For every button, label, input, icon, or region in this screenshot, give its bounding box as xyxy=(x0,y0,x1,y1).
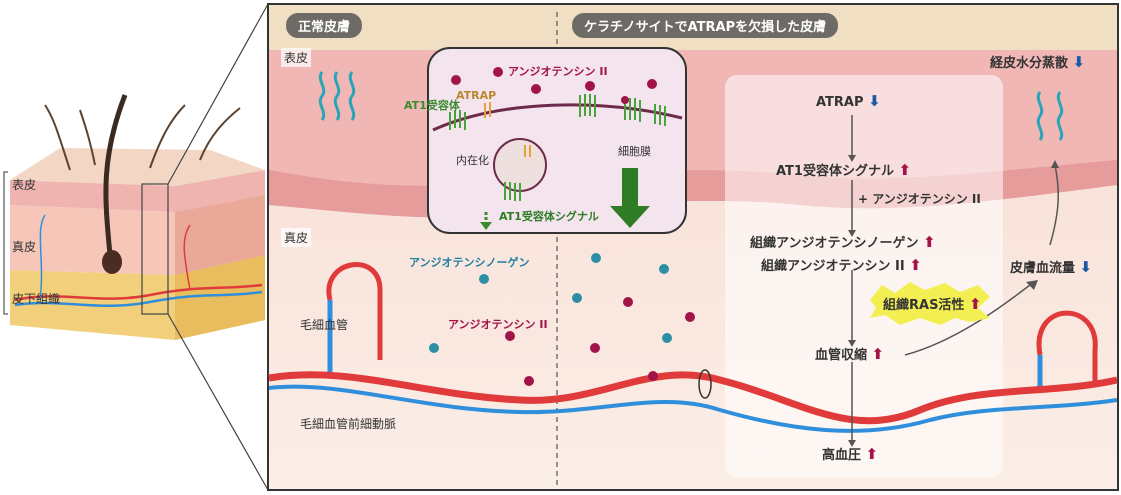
inset-angiotensin-label: アンジオテンシン II xyxy=(508,65,608,78)
dermis-angiotensinogen-label: アンジオテンシノーゲン xyxy=(409,256,530,269)
flow-atrap: ATRAP ⬇ xyxy=(816,92,881,110)
down-arrow-icon: ⬇ xyxy=(868,92,881,110)
layer-epidermis: 表皮 xyxy=(281,48,312,67)
down-arrow-icon: ⬇ xyxy=(1072,53,1086,71)
header-knockout-skin: ケラチノサイトでATRAPを欠損した皮膚 xyxy=(572,13,839,38)
inset-internalization-label: 内在化 xyxy=(456,154,489,167)
flow-at1-signal: AT1受容体シグナル ⬆ xyxy=(776,161,912,179)
dermis-angiotensin-label: アンジオテンシン II xyxy=(448,318,548,331)
down-arrow-icon: ⬇ xyxy=(1079,258,1093,276)
flow-tissue-angiotensin: 組織アンジオテンシン II ⬆ xyxy=(761,256,922,274)
flow-plus-angiotensin: + アンジオテンシン II xyxy=(858,192,981,206)
header-normal-skin: 正常皮膚 xyxy=(286,13,363,38)
inset-at1-label: AT1受容体 xyxy=(404,99,460,112)
up-arrow-icon: ⬆ xyxy=(923,233,936,251)
left-label-subcutis: 皮下組織 xyxy=(12,292,61,306)
flow-ras-activity: 組織RAS活性 ⬆ xyxy=(883,295,982,313)
up-arrow-icon: ⬆ xyxy=(871,345,885,363)
up-arrow-icon: ⬆ xyxy=(898,161,912,179)
flow-tissue-angiotensinogen: 組織アンジオテンシノーゲン ⬆ xyxy=(750,233,936,251)
blood-flow-label: 皮膚血流量 ⬇ xyxy=(1010,258,1093,276)
layer-dermis: 真皮 xyxy=(281,228,312,247)
left-label-epidermis: 表皮 xyxy=(12,178,37,192)
capillary-label: 毛細血管 xyxy=(300,318,349,332)
tewl-label: 経皮水分蒸散 ⬇ xyxy=(990,53,1086,71)
inset-membrane-label: 細胞膜 xyxy=(618,145,651,158)
inset-signal-label: AT1受容体シグナル xyxy=(499,210,599,223)
arteriole-label: 毛細血管前細動脈 xyxy=(300,417,397,431)
up-arrow-icon: ⬆ xyxy=(909,256,922,274)
flow-hypertension: 高血圧 ⬆ xyxy=(822,445,879,463)
up-arrow-icon: ⬆ xyxy=(968,295,982,313)
up-arrow-icon: ⬆ xyxy=(865,445,879,463)
left-label-dermis: 真皮 xyxy=(12,240,37,254)
flow-vasoconstriction: 血管収縮 ⬆ xyxy=(815,345,885,363)
inset-atrap-label: ATRAP xyxy=(456,89,497,102)
